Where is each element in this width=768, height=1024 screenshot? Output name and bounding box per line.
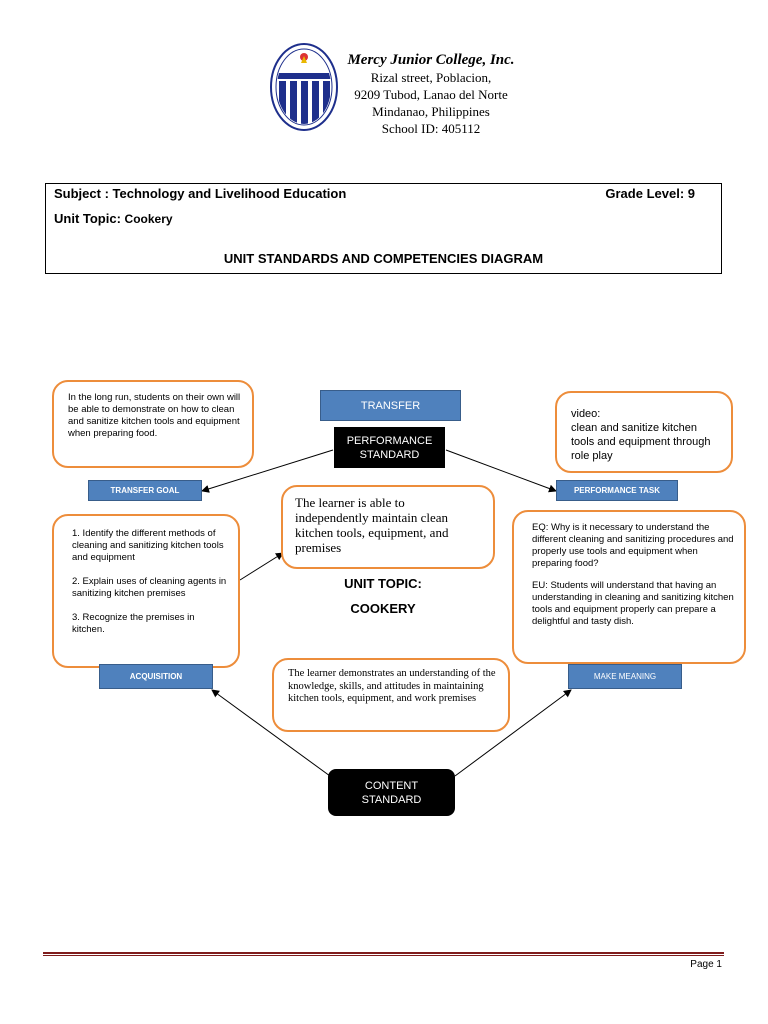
address-line: Mindanao, Philippines (372, 104, 490, 119)
diagram-title: UNIT STANDARDS AND COMPETENCIES DIAGRAM (223, 251, 544, 266)
content-standard-text: The learner demonstrates an understandin… (288, 668, 496, 704)
school-name: Mercy Junior College, Inc. (347, 52, 515, 68)
performance-task-label: PERFORMANCE TASK (556, 480, 678, 501)
acquisition-label: ACQUISITION (99, 664, 213, 689)
arrow-to-performance-standard (239, 552, 284, 581)
school-header: Mercy Junior College, Inc. Rizal street,… (336, 51, 526, 137)
address-line: Rizal street, Poblacion, (370, 70, 492, 85)
performance-task-text: video: clean and sanitize kitchen tools … (571, 408, 711, 462)
content-standard-box: The learner demonstrates an understandin… (272, 658, 510, 732)
performance-standard-label: PERFORMANCE STANDARD (334, 427, 445, 468)
enduring-understanding: EU: Students will understand that having… (532, 580, 734, 627)
performance-task-box: video: clean and sanitize kitchen tools … (555, 391, 733, 473)
transfer-goal-text: In the long run, students on their own w… (68, 392, 241, 439)
unit-topic-label: Unit Topic: (54, 211, 121, 226)
unit-topic-heading: UNIT TOPIC: (344, 576, 422, 591)
transfer-goal-box: In the long run, students on their own w… (52, 380, 254, 468)
subject-line: Subject : Technology and Livelihood Educ… (54, 186, 347, 201)
transfer-label: TRANSFER (320, 390, 461, 421)
arrow-to-transfer-goal (201, 449, 334, 493)
performance-standard-box: The learner is able to independently mai… (281, 485, 495, 569)
acquisition-item: 3. Recognize the premises in kitchen. (72, 612, 195, 635)
transfer-goal-label: TRANSFER GOAL (88, 480, 202, 501)
make-meaning-box: EQ: Why is it necessary to understand th… (512, 510, 746, 664)
footer-rule (43, 955, 724, 956)
essential-question: EQ: Why is it necessary to understand th… (532, 522, 734, 569)
arrow-to-make-meaning (454, 689, 572, 777)
arrow-to-acquisition (211, 689, 331, 777)
acquisition-box: 1. Identify the different methods of cle… (52, 514, 240, 668)
subject-info-box: Subject : Technology and Livelihood Educ… (45, 183, 722, 274)
unit-topic-value: Cookery (124, 212, 173, 226)
acquisition-item: 1. Identify the different methods of cle… (72, 528, 224, 563)
performance-standard-text: The learner is able to independently mai… (295, 495, 449, 555)
unit-topic-line: Unit Topic: Cookery (54, 211, 173, 226)
footer-rule (43, 952, 724, 954)
acquisition-item: 2. Explain uses of cleaning agents in sa… (72, 576, 227, 599)
grade-level: Grade Level: 9 (605, 186, 695, 201)
page-number: Page 1 (690, 959, 722, 970)
school-logo-seal (270, 43, 338, 131)
arrow-to-performance-task (445, 449, 557, 493)
address-line: 9209 Tubod, Lanao del Norte (354, 87, 508, 102)
make-meaning-label: MAKE MEANING (568, 664, 682, 689)
school-id: School ID: 405112 (381, 121, 481, 136)
unit-topic-name: COOKERY (350, 601, 416, 616)
content-standard-label: CONTENT STANDARD (328, 769, 455, 816)
